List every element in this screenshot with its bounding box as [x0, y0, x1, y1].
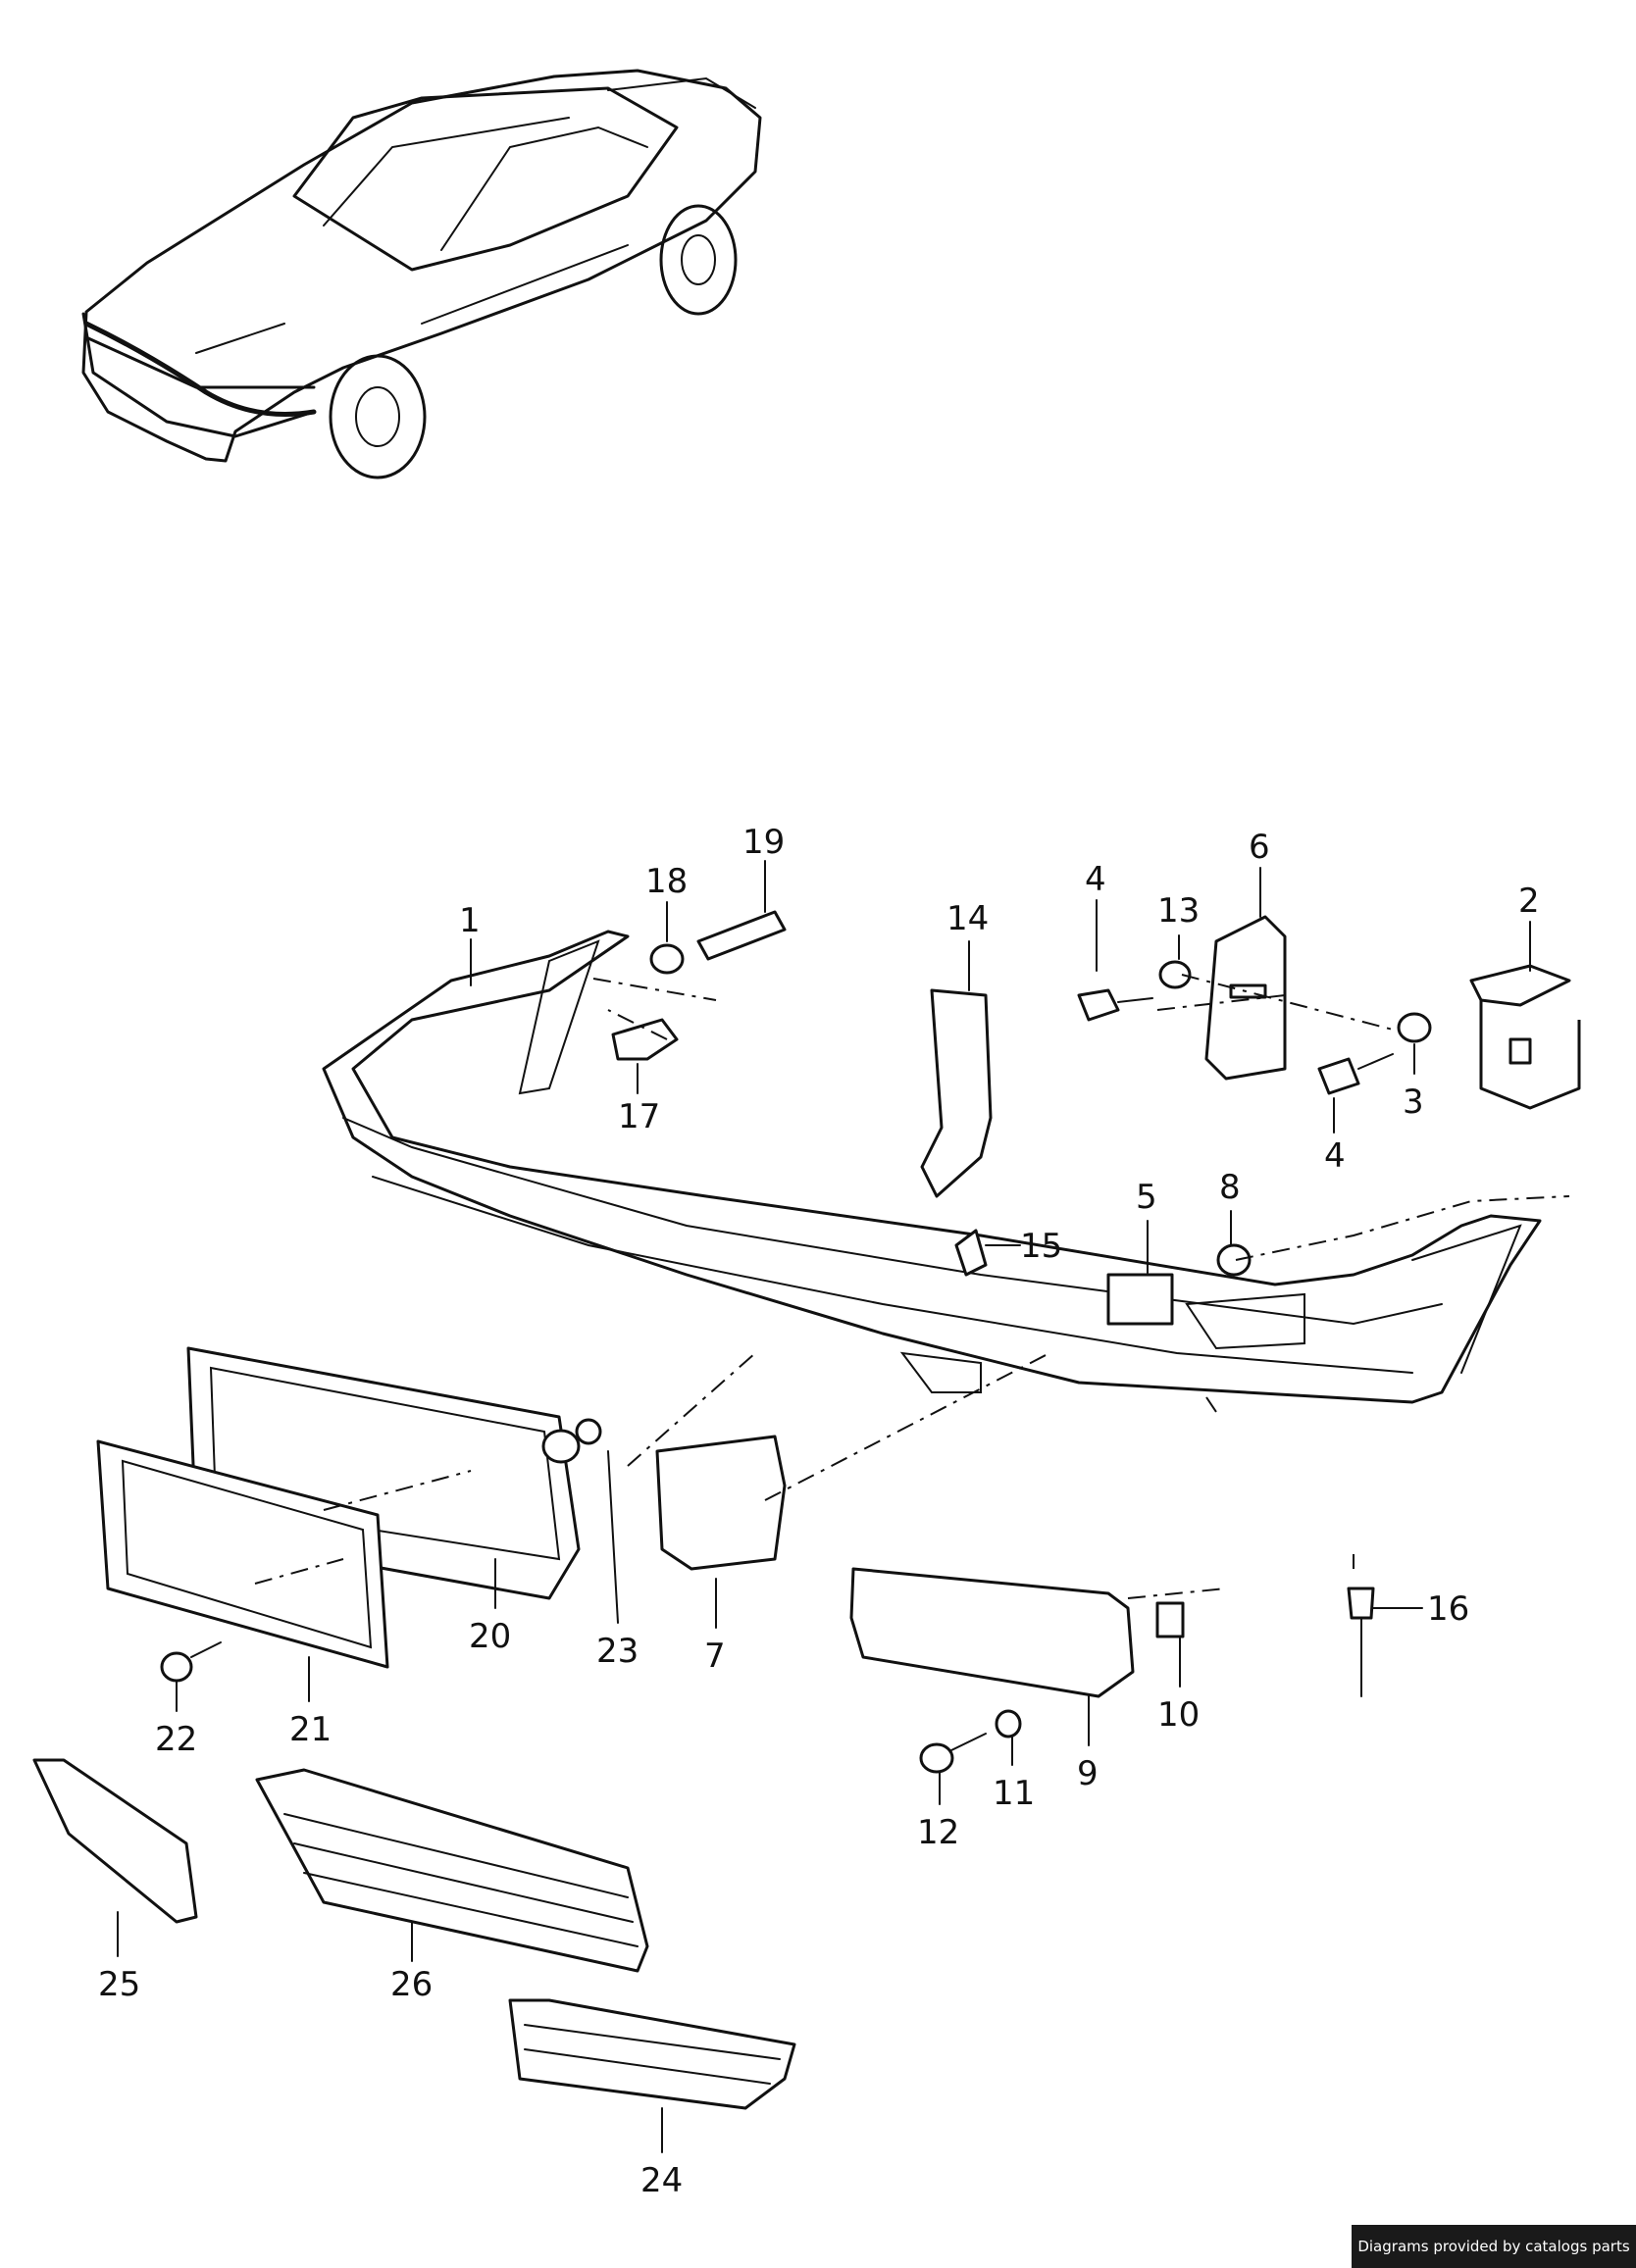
callout-9: 9 — [1077, 1754, 1099, 1793]
part-fog-lamp-9 — [849, 1567, 1135, 1698]
callout-5: 5 — [1136, 1178, 1157, 1217]
callout-4b: 4 — [1324, 1136, 1346, 1176]
callout-1: 1 — [459, 901, 481, 940]
part-washer-3 — [1397, 1012, 1432, 1043]
front-bumper-cover — [322, 930, 1542, 1404]
part-clip-10 — [1155, 1601, 1185, 1638]
part-bracket-6 — [1204, 915, 1287, 1081]
assembly-lines — [254, 974, 1570, 1599]
callout-14: 14 — [946, 899, 989, 938]
part-plate-5 — [1106, 1273, 1174, 1326]
callout-7: 7 — [704, 1637, 726, 1676]
part-washer-13 — [1158, 960, 1192, 989]
part-grommet-23 — [541, 1418, 602, 1464]
callout-20: 20 — [469, 1617, 511, 1656]
callout-12: 12 — [917, 1813, 959, 1852]
part-bracket-14 — [920, 988, 993, 1198]
part-housing-7 — [655, 1435, 787, 1571]
callout-11: 11 — [993, 1774, 1035, 1813]
part-bolt-19 — [696, 910, 787, 961]
leader-lines — [117, 860, 1531, 2153]
callout-22: 22 — [155, 1720, 197, 1759]
callout-labels: 1 2 3 4 4 5 6 7 8 9 10 11 12 13 14 15 16… — [98, 823, 1540, 2200]
callout-10: 10 — [1157, 1695, 1200, 1735]
callout-23: 23 — [596, 1632, 639, 1671]
part-nut-8 — [1216, 1243, 1252, 1277]
part-screw-22 — [160, 1641, 222, 1683]
part-fitting-17 — [611, 1018, 679, 1061]
callout-16: 16 — [1427, 1589, 1469, 1629]
part-bolt-4a — [1077, 988, 1153, 1022]
part-grille-24 — [508, 1998, 796, 2110]
callout-8: 8 — [1219, 1168, 1241, 1207]
part-bracket-2 — [1469, 964, 1581, 1110]
callout-6: 6 — [1249, 828, 1270, 867]
callout-19: 19 — [742, 823, 785, 862]
part-grille-26 — [255, 1768, 649, 1973]
part-screw-15 — [954, 1229, 988, 1277]
part-bolt-4b — [1317, 1053, 1394, 1095]
callout-18: 18 — [645, 862, 688, 901]
part-plate-frame-21 — [96, 1439, 389, 1669]
part-washer-18 — [649, 943, 685, 975]
callout-3: 3 — [1403, 1083, 1424, 1122]
callout-2: 2 — [1518, 882, 1540, 921]
callout-15: 15 — [1020, 1227, 1062, 1266]
part-washer-11 — [995, 1709, 1022, 1739]
part-rivet-16 — [1347, 1587, 1375, 1697]
callout-24: 24 — [640, 2161, 683, 2200]
credit-badge: Diagrams provided by catalogs parts — [1352, 2225, 1636, 2268]
callout-26: 26 — [390, 1965, 433, 2004]
callout-25: 25 — [98, 1965, 140, 2004]
part-screw-12 — [919, 1733, 987, 1774]
part-grille-25 — [32, 1758, 198, 1924]
callout-21: 21 — [289, 1710, 332, 1749]
callout-4a: 4 — [1085, 860, 1106, 899]
callout-17: 17 — [618, 1097, 660, 1136]
callout-13: 13 — [1157, 891, 1200, 931]
vehicle-overview — [81, 69, 762, 479]
